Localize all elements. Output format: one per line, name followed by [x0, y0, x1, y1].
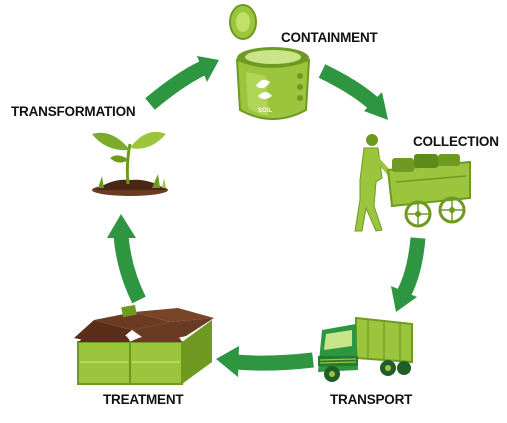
worker-cart-icon: [354, 134, 471, 232]
truck-icon: [318, 316, 413, 382]
label-transport: TRANSPORT: [330, 392, 413, 407]
arrow-treatment-to-transformation: [107, 214, 146, 304]
cycle-arrows: [107, 56, 426, 377]
arrow-transformation-to-containment: [145, 56, 219, 110]
label-collection: COLLECTION: [413, 134, 499, 149]
compost-bins-icon: [74, 304, 214, 385]
label-treatment: TREATMENT: [103, 392, 184, 407]
arrow-collection-to-transport: [391, 237, 426, 312]
toilet-brand-text: SOIL: [258, 108, 272, 114]
arrow-transport-to-treatment: [216, 346, 314, 377]
label-containment: CONTAINMENT: [281, 30, 378, 45]
toilet-icon: SOIL: [229, 4, 311, 120]
label-transformation: TRANSFORMATION: [11, 104, 136, 119]
sprout-icon: [92, 131, 168, 196]
arrow-containment-to-collection: [318, 64, 388, 120]
